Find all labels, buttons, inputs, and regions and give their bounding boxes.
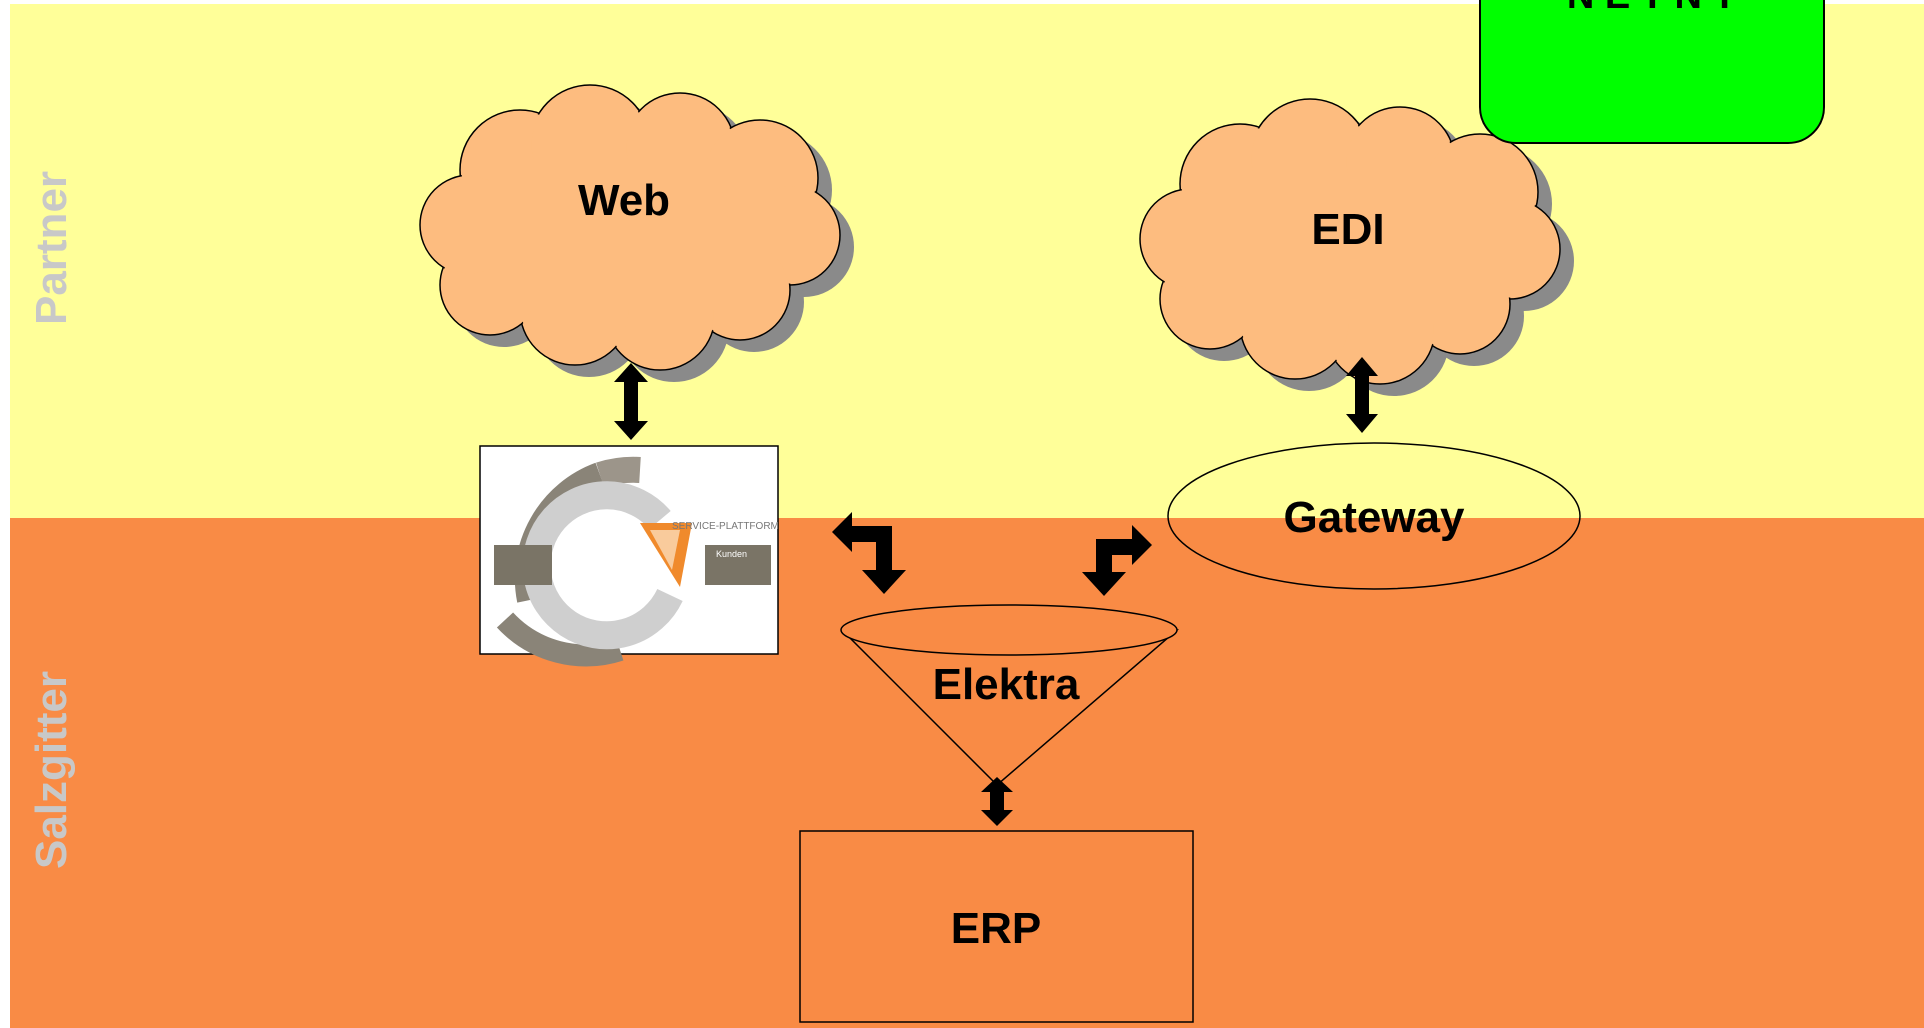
edi-gateway-double-arrow [1346,357,1378,433]
edi-label: EDI [1311,205,1384,254]
gateway-node: Gateway [1167,442,1581,590]
platform-to-elektra-arrow [832,512,906,594]
web-cloud: Web [419,84,854,382]
new-badge-label: N E T N Y [1567,0,1737,17]
web-label: Web [578,176,670,225]
salzgitter-lane-label: Salzgitter [27,671,76,869]
partner-lane-label: Partner [27,171,76,325]
erp-node: ERP [799,830,1194,1023]
edi-cloud: EDI [1139,98,1574,396]
elektra-erp-double-arrow [981,777,1013,826]
erp-label: ERP [951,904,1041,953]
salzgitter-lane [10,518,1924,1028]
gateway-to-elektra-arrow [1082,525,1152,596]
new-badge: N E T N Y [1479,0,1825,144]
service-platform-logo: Kunden SERVICE-PLATTFORM [479,445,779,667]
web-platform-double-arrow [614,363,648,440]
elektra-funnel: Elektra [840,604,1180,787]
service-platform-title: SERVICE-PLATTFORM [672,521,779,532]
elektra-label: Elektra [933,660,1080,709]
service-platform-right-tab: Kunden [716,549,747,559]
gateway-label: Gateway [1284,493,1466,542]
